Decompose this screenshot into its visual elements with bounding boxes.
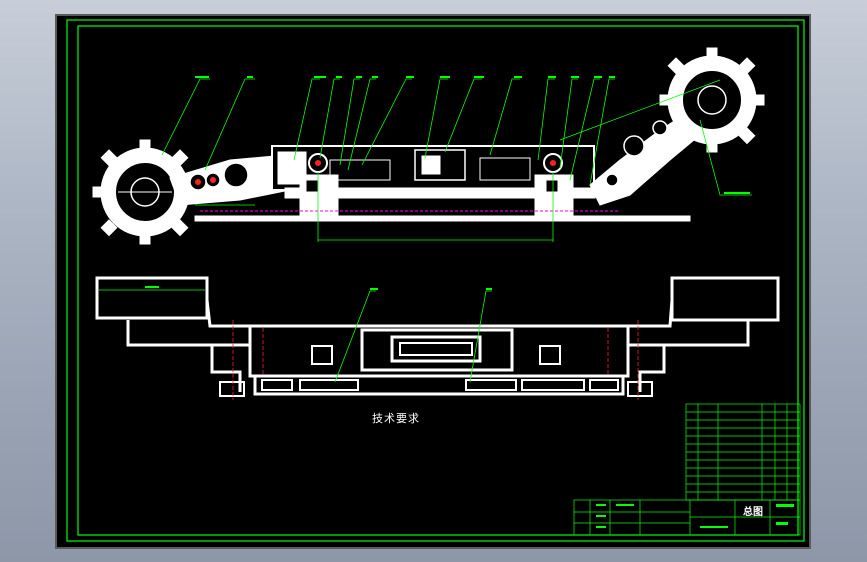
leader-labels-plan	[145, 286, 492, 290]
title-block-text-marks	[596, 504, 794, 528]
leader-labels-top	[195, 76, 750, 194]
right-drum-plan	[670, 276, 780, 322]
outer-frame	[66, 19, 805, 542]
left-ranging-arm	[169, 154, 291, 206]
title-block	[573, 499, 801, 536]
drawing-name: 总图	[743, 507, 763, 518]
machine-body	[271, 145, 596, 216]
right-cutting-drum	[659, 47, 765, 153]
inner-frame	[77, 25, 799, 536]
left-drum-plan	[95, 276, 209, 320]
dimension-lines-top	[195, 172, 554, 242]
plan-view	[95, 276, 780, 397]
leader-lines-top	[161, 78, 752, 196]
elevation-view	[92, 47, 765, 245]
conveyor-rail	[194, 215, 691, 222]
technical-requirements-title: 技术要求	[372, 412, 420, 425]
parts-list	[685, 403, 801, 501]
leader-lines-plan	[98, 289, 492, 383]
left-cutting-drum	[92, 139, 198, 245]
plan-centerlines	[232, 320, 639, 400]
